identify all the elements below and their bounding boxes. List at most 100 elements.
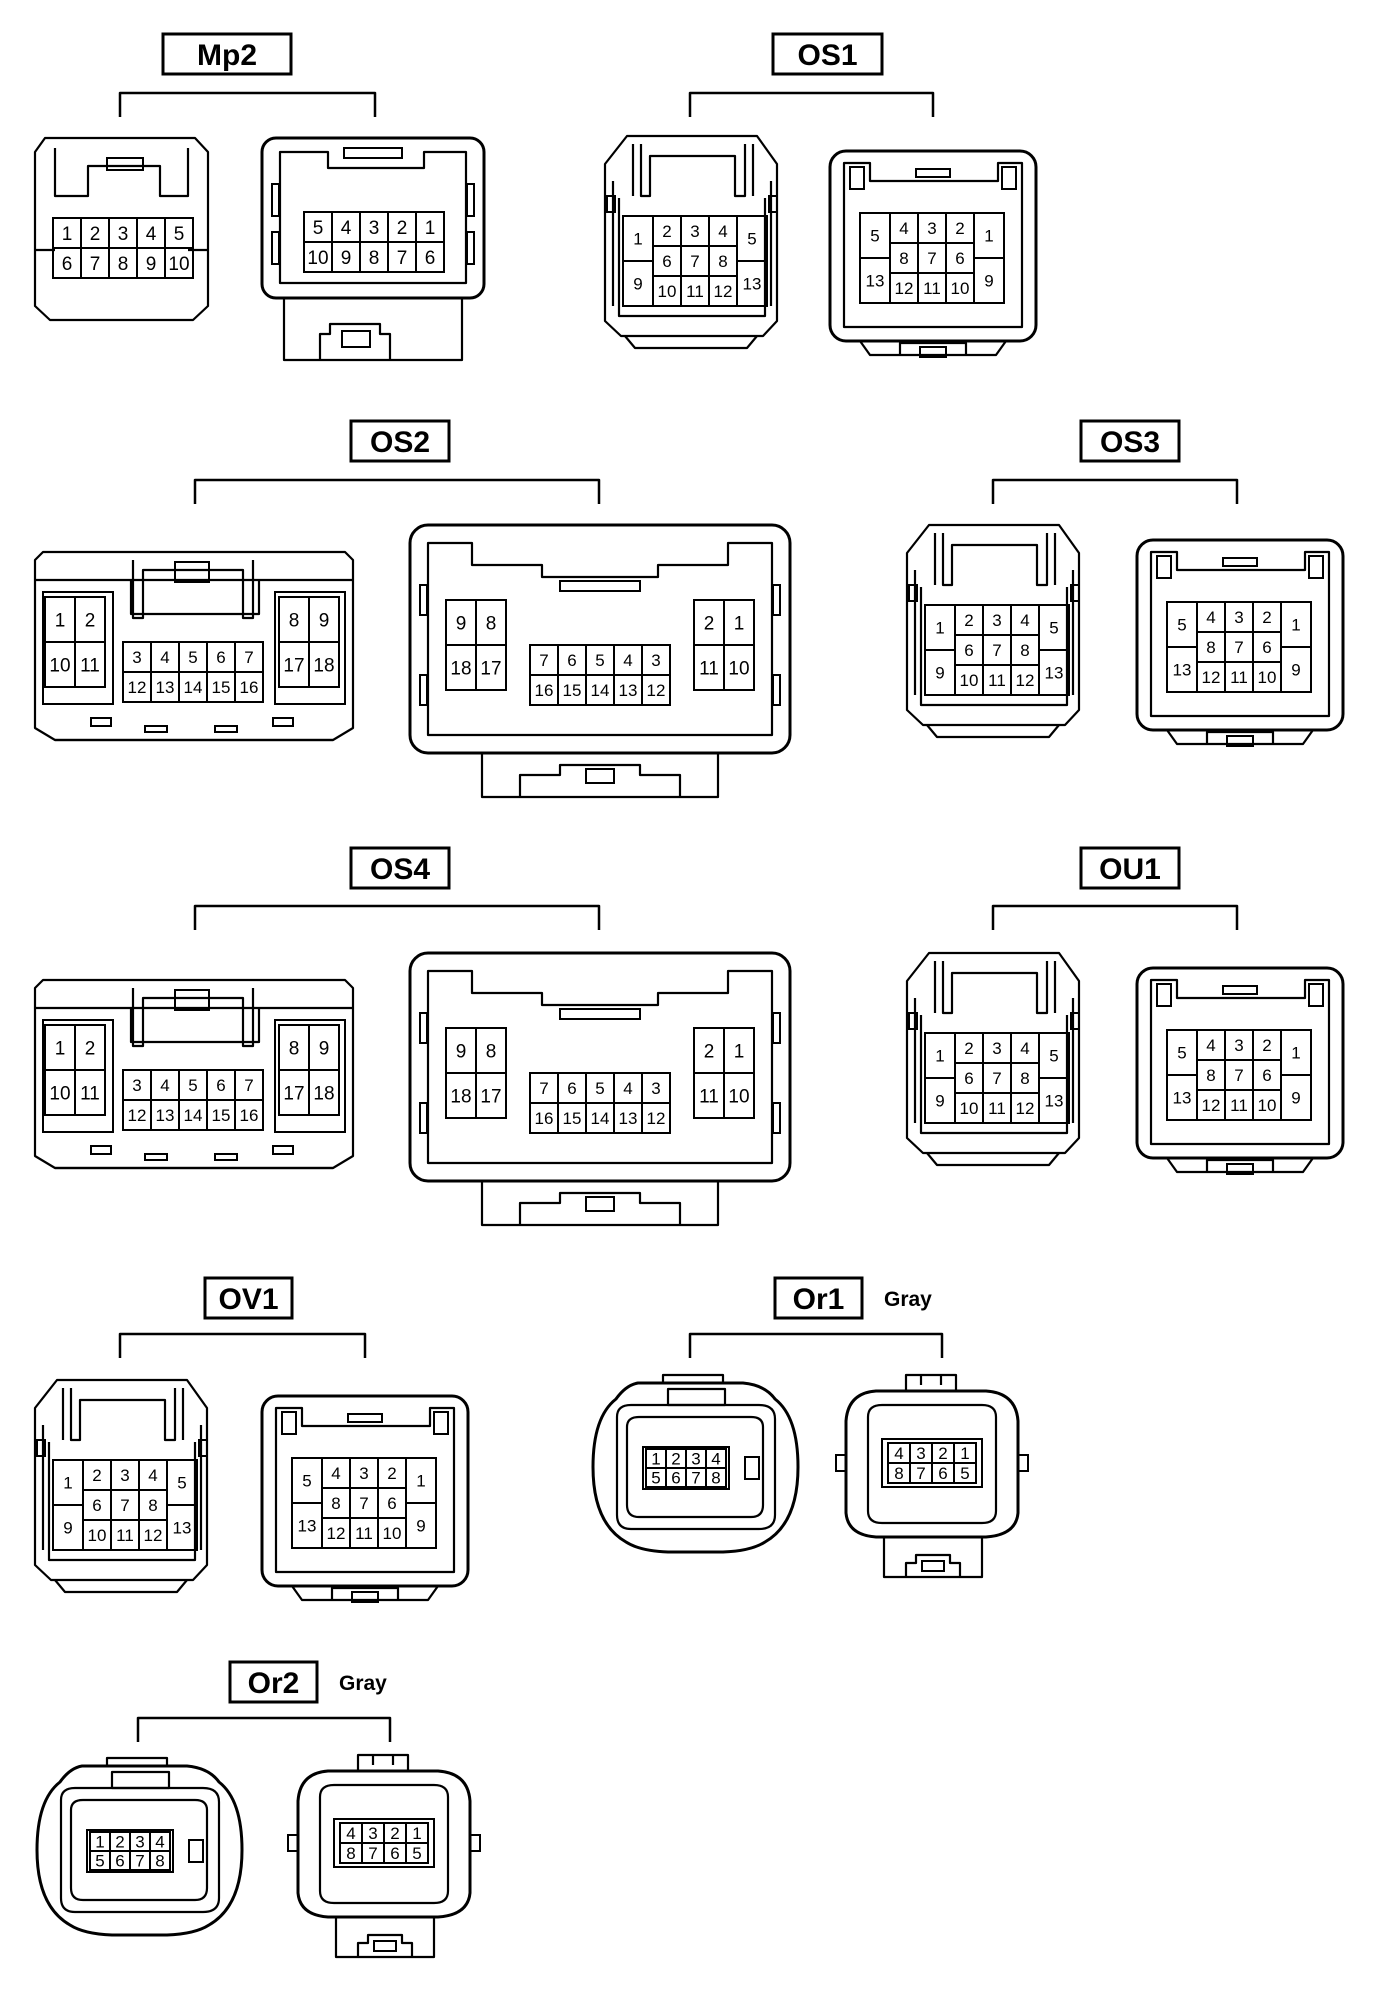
pin-number: 11 bbox=[699, 659, 719, 680]
pin-number: 3 bbox=[368, 1824, 377, 1843]
pin-number: 12 bbox=[714, 282, 733, 301]
outline bbox=[174, 989, 210, 1011]
outline bbox=[559, 580, 641, 592]
pin-cell bbox=[1038, 1077, 1070, 1124]
pin-number: 2 bbox=[1262, 608, 1271, 627]
connector-bracket bbox=[193, 904, 601, 930]
pin-cell bbox=[1166, 1074, 1198, 1121]
pin-number: 14 bbox=[591, 1109, 610, 1128]
outline bbox=[835, 1454, 847, 1472]
pin-number: 3 bbox=[359, 1464, 368, 1483]
outline bbox=[1205, 1158, 1275, 1172]
outline bbox=[318, 1783, 450, 1905]
pin-number: 8 bbox=[1020, 641, 1029, 660]
pin-number: 1 bbox=[651, 1450, 660, 1469]
pin-number: 12 bbox=[1202, 668, 1221, 687]
outline bbox=[59, 1786, 221, 1914]
pin-number: 13 bbox=[866, 272, 885, 291]
pin-number: 4 bbox=[894, 1444, 903, 1463]
pin-number: 4 bbox=[623, 651, 632, 670]
pin-number: 6 bbox=[425, 248, 436, 269]
outline bbox=[661, 1373, 725, 1383]
pin-number: 5 bbox=[188, 1076, 197, 1095]
pin-number: 7 bbox=[244, 648, 253, 667]
pin-number: 14 bbox=[591, 681, 610, 700]
pin-number: 5 bbox=[960, 1464, 969, 1483]
pin-number: 1 bbox=[734, 1042, 745, 1063]
outline bbox=[1166, 729, 1314, 746]
pin-number: 2 bbox=[397, 218, 408, 239]
pin-number: 10 bbox=[88, 1526, 107, 1545]
outline bbox=[518, 763, 682, 797]
pin-number: 13 bbox=[619, 681, 638, 700]
pin-number: 2 bbox=[85, 611, 96, 632]
pin-number: 12 bbox=[327, 1524, 346, 1543]
outline bbox=[274, 591, 346, 705]
connector-color-note: Gray bbox=[884, 1288, 932, 1311]
pin-cell bbox=[1280, 646, 1312, 693]
pin-number: 2 bbox=[938, 1444, 947, 1463]
pin-number: 16 bbox=[535, 1109, 554, 1128]
connector-tag-label: OS1 bbox=[797, 39, 857, 72]
pin-number: 9 bbox=[319, 611, 330, 632]
pin-number: 3 bbox=[992, 611, 1001, 630]
outline bbox=[271, 183, 280, 217]
connector-bracket bbox=[136, 1716, 392, 1742]
pin-number: 5 bbox=[1049, 619, 1058, 638]
pin-number: 1 bbox=[425, 218, 436, 239]
pin-number: 2 bbox=[964, 1039, 973, 1058]
outline bbox=[129, 580, 261, 616]
connector-tag-box bbox=[1079, 419, 1181, 463]
pin-number: 7 bbox=[539, 651, 548, 670]
pin-number: 5 bbox=[412, 1844, 421, 1863]
pin-number: 8 bbox=[486, 1042, 497, 1063]
outline bbox=[61, 1388, 185, 1440]
pin-number: 4 bbox=[899, 219, 908, 238]
pin-number: 10 bbox=[658, 282, 677, 301]
pin-number: 8 bbox=[155, 1852, 164, 1871]
pin-cell bbox=[74, 1069, 106, 1116]
outline bbox=[343, 147, 403, 159]
pin-number: 4 bbox=[160, 648, 169, 667]
outline bbox=[1205, 730, 1275, 744]
pin-number: 6 bbox=[567, 1079, 576, 1098]
connector-color-note: Gray bbox=[339, 1672, 387, 1695]
outline bbox=[919, 1375, 943, 1385]
pin-number: 7 bbox=[90, 254, 101, 275]
outline bbox=[772, 584, 781, 616]
pin-number: 5 bbox=[177, 1474, 186, 1493]
outline bbox=[144, 725, 168, 733]
outline bbox=[356, 1933, 414, 1957]
connector-tag-label: Or1 bbox=[793, 1283, 845, 1316]
pin-number: 7 bbox=[690, 252, 699, 271]
pin-number: 4 bbox=[1206, 1036, 1215, 1055]
pin-number: 7 bbox=[916, 1464, 925, 1483]
pin-number: 5 bbox=[651, 1469, 660, 1488]
pin-number: 12 bbox=[128, 678, 147, 697]
outline bbox=[433, 1411, 449, 1435]
pin-number: 6 bbox=[387, 1494, 396, 1513]
pin-number: 7 bbox=[359, 1494, 368, 1513]
pin-number: 1 bbox=[984, 227, 993, 246]
outline bbox=[480, 1181, 720, 1227]
pin-number: 9 bbox=[984, 272, 993, 291]
pin-number: 3 bbox=[120, 1466, 129, 1485]
pin-number: 3 bbox=[132, 1076, 141, 1095]
pin-cell bbox=[723, 644, 755, 691]
outline bbox=[469, 1834, 481, 1852]
outline bbox=[35, 1764, 244, 1937]
outline bbox=[642, 1446, 730, 1490]
pin-number: 4 bbox=[623, 1079, 632, 1098]
outline bbox=[921, 1560, 945, 1572]
outline bbox=[291, 1585, 439, 1602]
outline bbox=[33, 1378, 209, 1582]
pin-number: 4 bbox=[1020, 1039, 1029, 1058]
outline bbox=[866, 1403, 998, 1525]
pin-number: 9 bbox=[1291, 1089, 1300, 1108]
pin-number: 6 bbox=[390, 1844, 399, 1863]
pin-cell bbox=[475, 644, 507, 691]
pin-number: 16 bbox=[240, 1106, 259, 1125]
